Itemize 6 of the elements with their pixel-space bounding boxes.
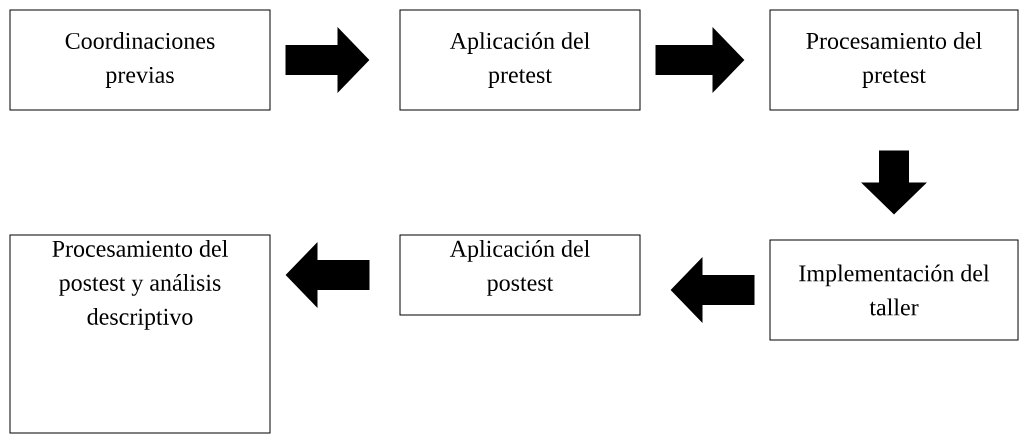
process-box: Coordinaciones previas (9, 9, 271, 111)
process-box: Implementación del taller (769, 239, 1019, 341)
process-box: Procesamiento del pretest (769, 9, 1019, 111)
process-box: Aplicación del pretest (399, 9, 641, 111)
process-box: Aplicación del postest (399, 234, 641, 316)
process-box: Procesamiento del postest y análisis descriptivo (9, 234, 271, 434)
